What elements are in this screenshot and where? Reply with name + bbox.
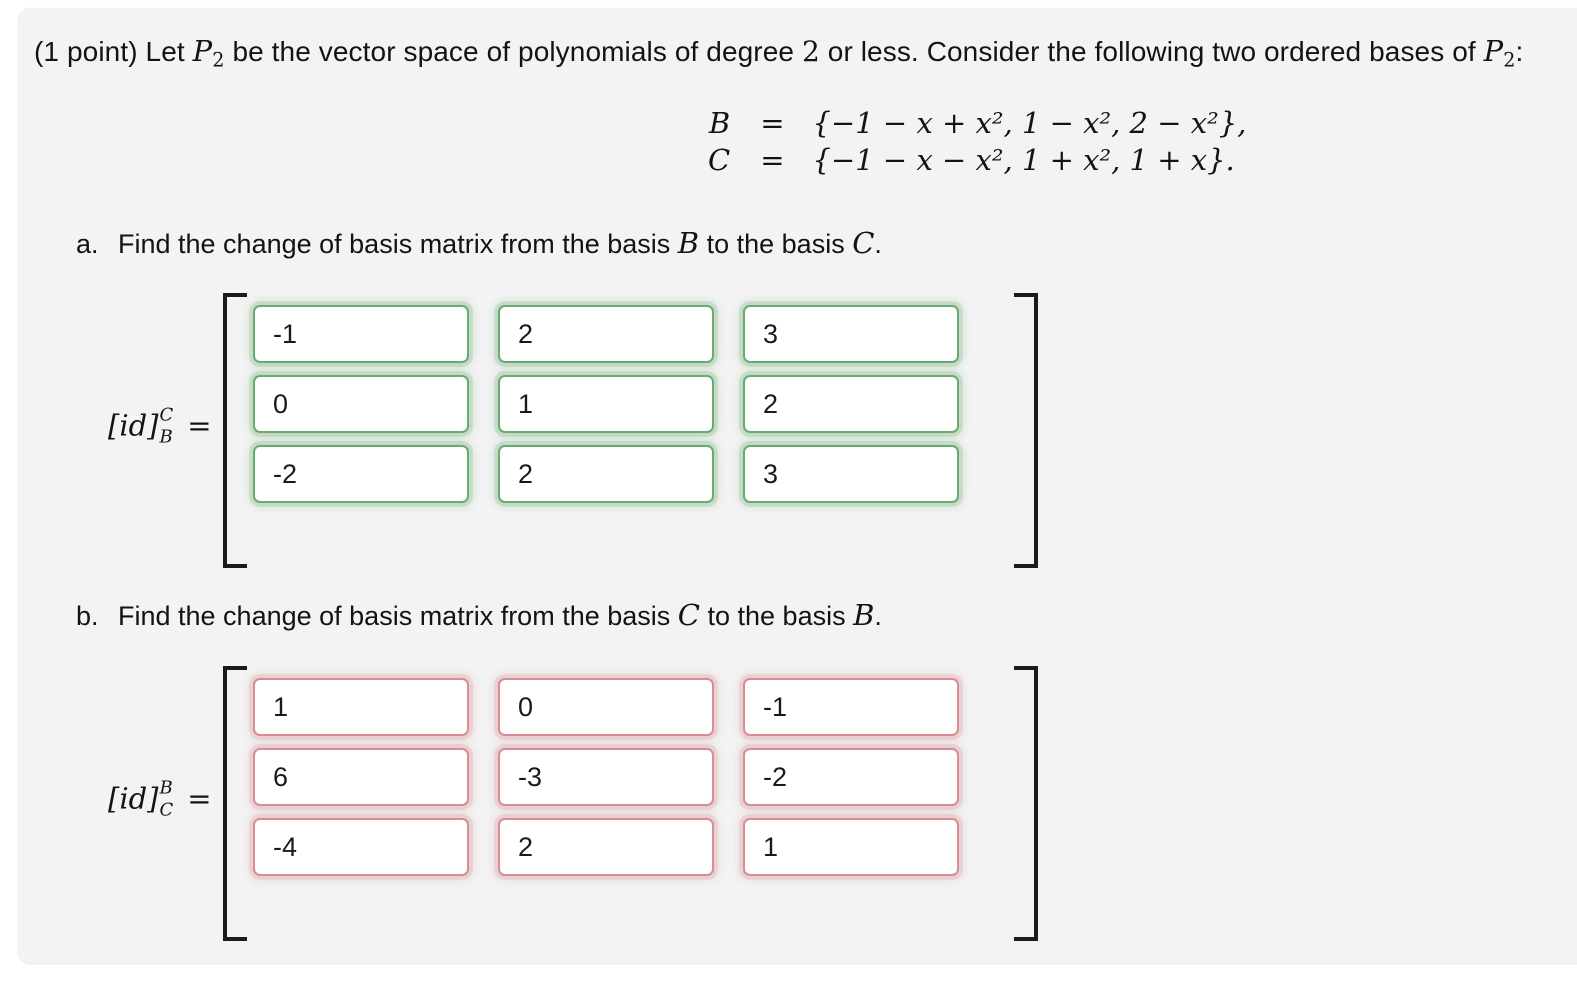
problem-stem: (1 point) Let P2 be the vector space of … [34,34,1523,71]
matrix-a-container: -1 2 3 0 1 2 -2 2 3 [223,293,1038,568]
matrix-a-cell-1-2[interactable]: 2 [743,375,959,433]
stem-text-3: or less. Consider the following two orde… [827,36,1476,67]
part-b-text-1: Find the change of basis matrix from the… [118,601,671,631]
part-b-text-3: . [874,601,882,631]
basis-equals-B: = [760,106,785,140]
matrix-a-cell-1-1[interactable]: 1 [498,375,714,433]
part-b-to-basis: B [853,598,875,632]
part-a-marker: a. [76,229,99,259]
matrix-b-cell-1-2[interactable]: -2 [743,748,959,806]
basis-row-C: C = {−1 − x − x², 1 + x², 1 + x}. [708,142,1246,179]
part-a-text-3: . [874,229,882,259]
basis-row-B: B = {−1 − x + x², 1 − x², 2 − x²}, [708,105,1247,142]
matrix-label-a-subscript: B [159,425,173,447]
basis-set-C: {−1 − x − x², 1 + x², 1 + x}. [812,143,1235,177]
stem-colon: : [1515,36,1524,67]
problem-card: (1 point) Let P2 be the vector space of … [18,8,1577,963]
symbol-P2-second: P2 [1483,34,1516,72]
matrix-a-cell-0-1[interactable]: 2 [498,305,714,363]
matrix-b-cell-0-1[interactable]: 0 [498,678,714,736]
matrix-b-left-bracket [223,666,247,941]
matrix-b-right-bracket [1014,666,1038,941]
basis-name-C: C [708,143,731,177]
matrix-label-b-base: [id] [108,780,159,815]
matrix-b-row-2: -4 2 1 [253,818,959,876]
matrix-b-cell-2-0[interactable]: -4 [253,818,469,876]
points-label: (1 point) [34,36,138,67]
matrix-b-row-1: 6 -3 -2 [253,748,959,806]
matrix-label-a-base: [id] [108,407,159,442]
matrix-b-container: 1 0 -1 6 -3 -2 -4 2 1 [223,666,1038,941]
matrix-a-left-bracket [223,293,247,568]
matrix-a-right-bracket [1014,293,1038,568]
matrix-label-b-subscript: C [159,798,174,820]
matrix-a-cell-0-0[interactable]: -1 [253,305,469,363]
part-a-from-basis: B [677,226,700,260]
matrix-label-a-superscript: C [159,404,174,426]
part-a-prompt: a. Find the change of basis matrix from t… [76,226,882,260]
part-a-text-1: Find the change of basis matrix from the… [118,229,671,259]
part-b-from-basis: C [677,598,700,632]
matrix-a-cell-0-2[interactable]: 3 [743,305,959,363]
matrix-b-row-0: 1 0 -1 [253,678,959,736]
matrix-b-cell-0-0[interactable]: 1 [253,678,469,736]
matrix-b-cell-1-0[interactable]: 6 [253,748,469,806]
part-b-marker: b. [76,601,99,631]
matrix-a-cell-2-2[interactable]: 3 [743,445,959,503]
stem-degree-value: 2 [801,35,820,68]
stem-text-2: be the vector space of polynomials of de… [232,36,795,67]
matrix-a-cell-2-1[interactable]: 2 [498,445,714,503]
basis-set-B: {−1 − x + x², 1 − x², 2 − x²}, [812,106,1247,140]
basis-equals-C: = [760,143,785,177]
part-a-text-2: to the basis [706,229,845,259]
matrix-a-row-2: -2 2 3 [253,445,959,503]
matrix-label-a-equals: = [187,407,212,442]
matrix-a-cell-1-0[interactable]: 0 [253,375,469,433]
bases-display: B = {−1 − x + x², 1 − x², 2 − x²}, C = {… [708,105,1246,179]
matrix-b-cell-2-1[interactable]: 2 [498,818,714,876]
matrix-a-row-1: 0 1 2 [253,375,959,433]
matrix-label-b-superscript: B [159,777,173,799]
matrix-b-cell-0-2[interactable]: -1 [743,678,959,736]
matrix-label-b-equals: = [187,780,212,815]
part-b-prompt: b. Find the change of basis matrix from t… [76,598,882,632]
matrix-a-grid: -1 2 3 0 1 2 -2 2 3 [253,305,959,503]
part-a-to-basis: C [852,226,875,260]
matrix-b-cell-2-2[interactable]: 1 [743,818,959,876]
stem-text-1: Let [145,36,185,67]
basis-name-B: B [708,106,731,140]
matrix-a-row-0: -1 2 3 [253,305,959,363]
matrix-a-cell-2-0[interactable]: -2 [253,445,469,503]
matrix-b-grid: 1 0 -1 6 -3 -2 -4 2 1 [253,678,959,876]
part-b-text-2: to the basis [707,601,846,631]
matrix-b-cell-1-1[interactable]: -3 [498,748,714,806]
symbol-P2-first: P2 [192,34,225,72]
